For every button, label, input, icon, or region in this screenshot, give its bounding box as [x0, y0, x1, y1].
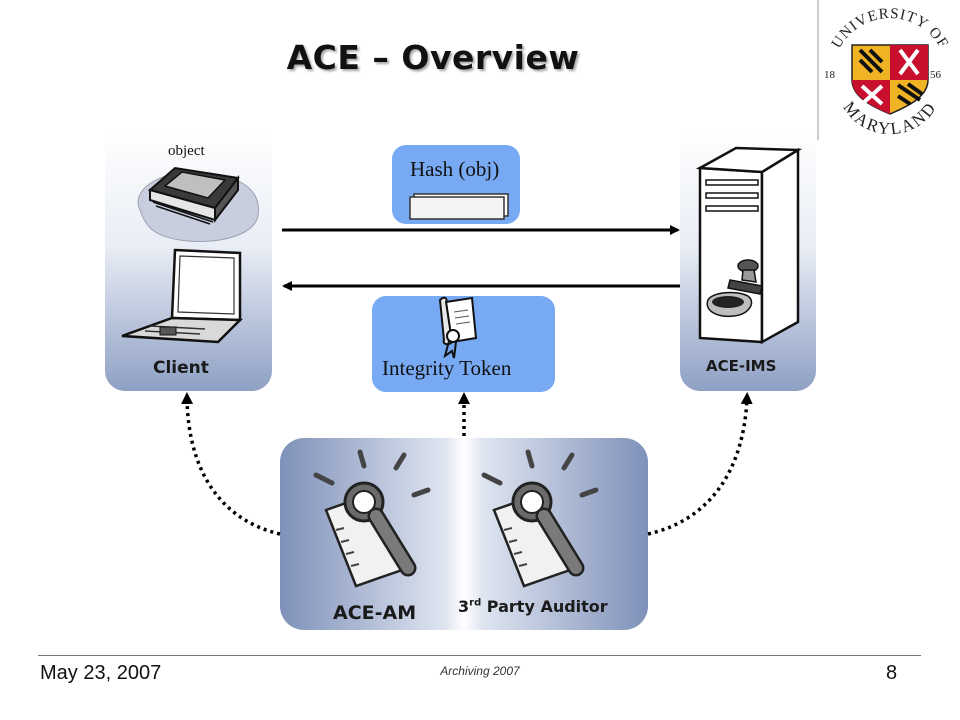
hash-slip-icon: [409, 193, 509, 220]
auditor-rest: Party Auditor: [481, 597, 608, 616]
magnifier-icon: [313, 449, 431, 588]
page-number: 8: [886, 662, 898, 684]
client-label: Client: [153, 358, 209, 378]
audit-client-arrow: [181, 392, 281, 536]
laptop-icon: [121, 248, 243, 344]
slide-title: ACE – Overview: [286, 38, 580, 77]
magnifier-icon: [481, 449, 599, 588]
ace-am-label: ACE-AM: [333, 602, 417, 624]
third-party-auditor-label: 3rd Party Auditor: [458, 597, 608, 616]
object-book-icon: [137, 166, 259, 243]
auditor-prefix: 3: [458, 597, 470, 616]
footer-conference: Archiving 2007: [440, 664, 520, 678]
stamp-icon: [706, 259, 763, 318]
audit-ims-arrow: [647, 392, 753, 536]
logo-year-left: 18: [824, 69, 836, 81]
footer-date: May 23, 2007: [40, 662, 162, 684]
integrity-token-label: Integrity Token: [382, 356, 512, 380]
auditor-ordinal: rd: [469, 597, 482, 609]
footer-divider: [38, 655, 921, 656]
certificate-ribbon-icon: [438, 296, 478, 359]
hash-label: Hash (obj): [410, 157, 500, 181]
object-label: object: [168, 143, 205, 159]
logo-year-right: 56: [930, 69, 942, 81]
ace-ims-label: ACE-IMS: [706, 357, 777, 375]
